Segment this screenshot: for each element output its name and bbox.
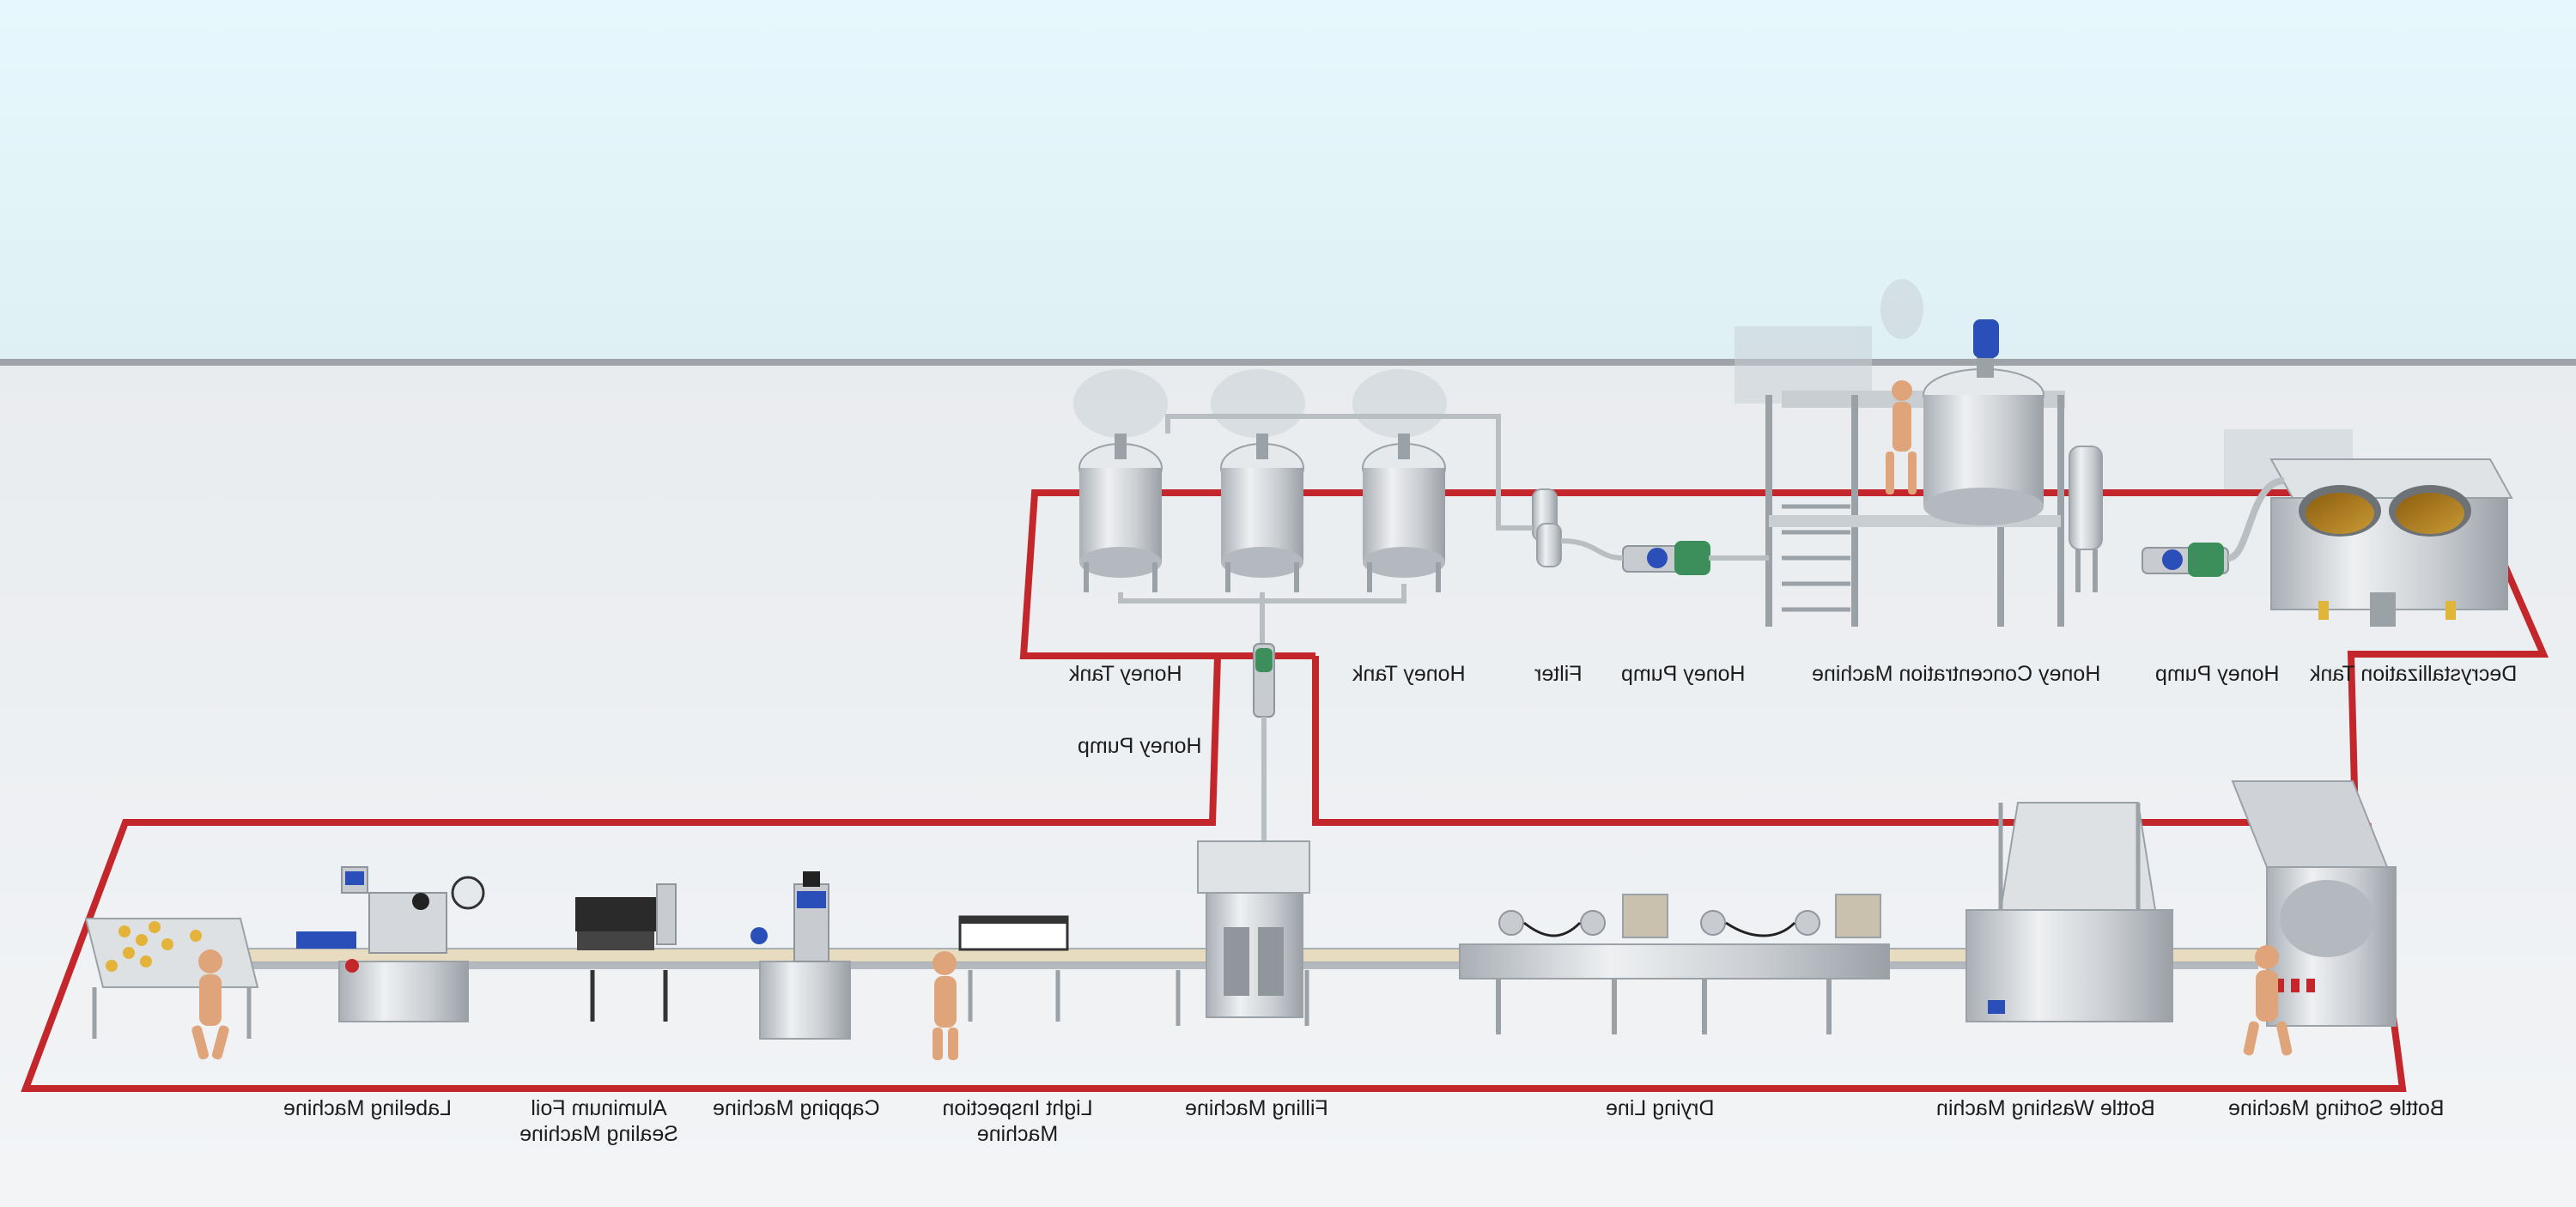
label-aluminum-foil-sealing-machine: Aluminum Foil Sealing Machine — [519, 1096, 678, 1146]
label-bottle-washing-machine: Bottle Washing Machin — [1936, 1096, 2155, 1120]
honey-pump-right — [2142, 477, 2285, 577]
label-filter: Filter — [1534, 662, 1583, 686]
label-honey-tank-right: Honey Tank — [1352, 662, 1466, 686]
label-capping-machine: Capping Machine — [713, 1096, 880, 1120]
operator-mannequin-platform — [1886, 380, 1917, 494]
label-light-inspection-machine: Light Inspection Machine — [942, 1096, 1093, 1146]
honey-tank-left — [1078, 434, 1163, 592]
honey-pump-connector — [1253, 643, 1275, 841]
label-filling-machine: Filling Machine — [1185, 1096, 1328, 1120]
honey-tank-right — [1362, 434, 1446, 592]
honey-pump-middle — [1622, 541, 1769, 575]
honey-tank-center — [1220, 434, 1304, 592]
operator-mannequin-labeling — [191, 949, 229, 1060]
bottle-sorting-machine — [2231, 780, 2397, 1027]
honey-concentration-machine — [1765, 319, 2103, 627]
capping-machine — [750, 871, 851, 1040]
label-honey-concentration-machine: Honey Concentration Machine — [1812, 662, 2101, 686]
labeling-machine — [296, 866, 485, 1022]
wall-shadows — [1073, 279, 2353, 489]
light-inspection-machine — [958, 915, 1069, 1022]
wall-baseboard — [0, 359, 2576, 366]
label-bottle-sorting-machine: Bottle Sorting Machine — [2228, 1096, 2445, 1120]
aluminum-foil-sealing-machine — [575, 883, 677, 1022]
operator-mannequin-sorting — [2243, 945, 2293, 1056]
filling-machine — [1176, 840, 1310, 1026]
label-decrystallization-tank: Decrystallization Tank — [2310, 662, 2518, 686]
decrystallization-tank — [2269, 458, 2513, 627]
label-labeling-machine: Labeling Machine — [283, 1096, 452, 1120]
bottle-washing-machine — [1965, 802, 2173, 1022]
label-honey-tank-left: Honey Tank — [1069, 662, 1182, 686]
label-honey-pump-middle: Honey Pump — [1621, 662, 1746, 686]
operator-mannequin-inspection — [933, 951, 958, 1060]
label-honey-pump-right: Honey Pump — [2155, 662, 2280, 686]
label-drying-line: Drying Line — [1606, 1096, 1715, 1120]
filter — [1532, 488, 1624, 567]
drying-line — [1459, 894, 1890, 1034]
wall — [0, 0, 2576, 361]
label-honey-pump-connector: Honey Pump — [1078, 734, 1202, 758]
